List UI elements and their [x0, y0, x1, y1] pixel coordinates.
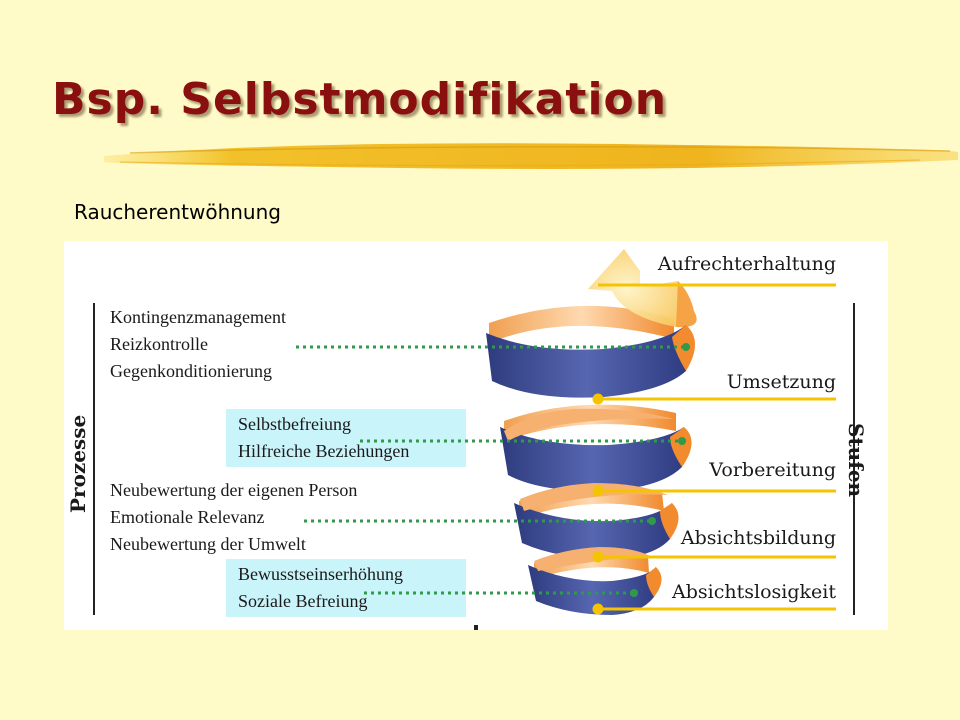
process-label: Bewusstseinserhöhung — [238, 564, 403, 584]
highlight-box-2 — [226, 559, 466, 617]
left-axis-label: Prozesse — [66, 414, 90, 513]
stage-label: Absichtslosigkeit — [672, 581, 836, 603]
stage-label: Vorbereitung — [709, 459, 836, 481]
right-axis-label: Stufen — [844, 423, 868, 498]
page-title: Bsp. Selbstmodifikation — [52, 74, 668, 125]
process-label: Emotionale Relevanz — [110, 507, 265, 527]
process-label: Soziale Befreiung — [238, 591, 368, 611]
stage-label: Absichtsbildung — [680, 527, 836, 549]
subtitle: Raucherentwöhnung — [74, 200, 281, 224]
process-connectors — [296, 343, 690, 597]
process-label: Reizkontrolle — [110, 334, 208, 354]
stage-label: Aufrechterhaltung — [657, 253, 836, 275]
spiral-orange-twists — [504, 325, 695, 597]
spiral-graphic — [93, 249, 855, 630]
spiral-outer-bands — [486, 325, 686, 615]
process-label: Kontingenzmanagement — [110, 307, 286, 327]
highlight-box-1 — [226, 409, 466, 467]
process-label: Hilfreiche Beziehungen — [238, 441, 410, 461]
process-label: Neubewertung der eigenen Person — [110, 480, 358, 500]
process-label: Neubewertung der Umwelt — [110, 534, 306, 554]
bottom-mark — [474, 625, 478, 630]
process-label: Gegenkonditionierung — [110, 361, 272, 381]
title-underline-brushstroke — [103, 143, 958, 169]
stages-of-change-diagram: Prozesse Stufen Kontingenzmanagement Rei… — [64, 241, 888, 630]
stage-lines — [592, 283, 836, 615]
process-label: Selbstbefreiung — [238, 414, 351, 434]
top-arrow — [588, 249, 686, 327]
stage-label: Umsetzung — [726, 371, 836, 393]
